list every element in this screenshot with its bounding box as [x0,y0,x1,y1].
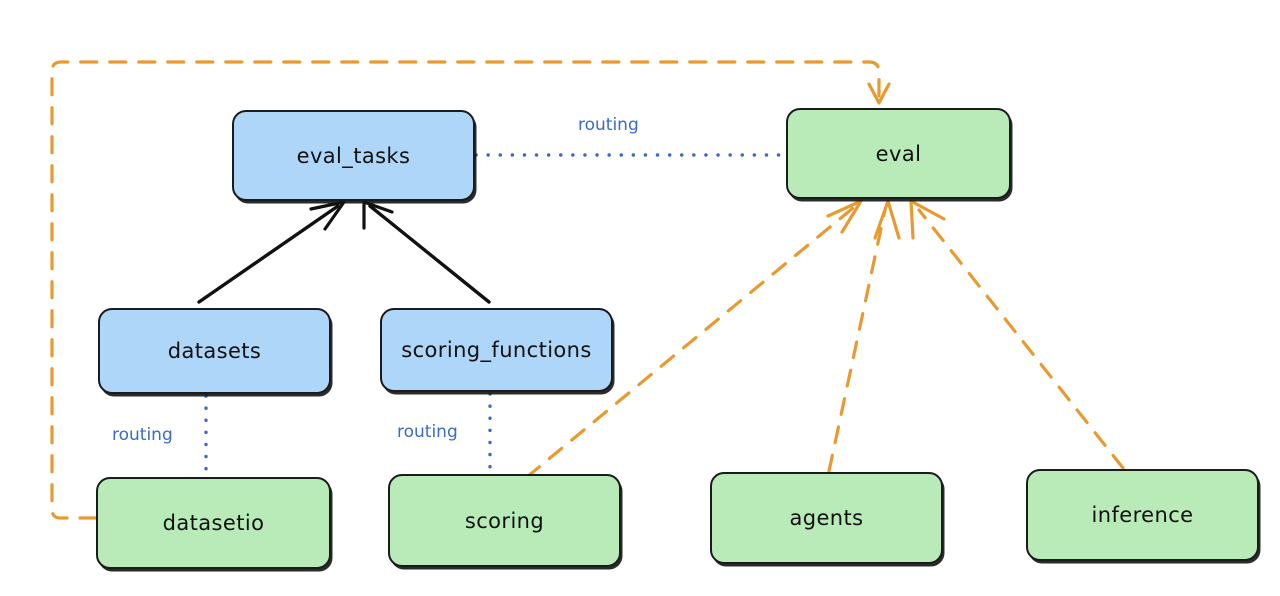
node-label-eval: eval [875,141,922,166]
edge-path-agents-eval [827,208,887,473]
node-label-agents: agents [789,506,864,530]
edge-agents-eval [827,199,901,473]
edge-scoring_functions-eval_tasks [362,200,491,304]
edge-path-datasets-eval_tasks [197,204,340,304]
arrowhead-agents-eval [873,199,901,240]
edge-inference-eval [909,199,1125,470]
node-datasetio[interactable]: datasetio [96,477,331,569]
arrowhead-scoring_functions-eval_tasks [362,200,394,230]
node-label-scoring: scoring [464,508,545,533]
edge-label-routing-scoring-functions: routing [397,422,458,442]
node-scoring[interactable]: scoring [388,474,621,567]
node-label-eval-tasks: eval_tasks [296,143,411,168]
arrowhead-datasetio-eval [867,82,891,105]
edge-path-inference-eval [917,208,1125,470]
edge-path-scoring_functions-eval_tasks [368,204,491,304]
node-scoring-functions[interactable]: scoring_functions [380,308,613,392]
edge-scoring-eval [525,199,863,479]
node-datasets[interactable]: datasets [98,308,331,394]
node-label-datasetio: datasetio [162,511,265,535]
edge-datasetio-eval [50,60,891,520]
edge-path-scoring-eval [525,206,855,479]
node-agents[interactable]: agents [710,472,943,564]
arrowhead-inference-eval [909,199,946,240]
edge-datasets-eval_tasks [197,200,346,304]
arrowhead-scoring-eval [826,199,863,234]
node-eval-tasks[interactable]: eval_tasks [232,110,475,201]
arrowhead-datasets-eval_tasks [309,200,346,231]
edge-path-datasetio-eval [50,60,881,520]
edge-label-routing-eval-tasks: routing [578,115,639,135]
node-label-scoring-functions: scoring_functions [401,338,592,362]
node-label-inference: inference [1091,503,1194,527]
node-label-datasets: datasets [167,339,262,363]
edge-label-routing-datasets: routing [112,425,173,445]
node-eval[interactable]: eval [786,108,1011,199]
node-inference[interactable]: inference [1026,469,1259,561]
